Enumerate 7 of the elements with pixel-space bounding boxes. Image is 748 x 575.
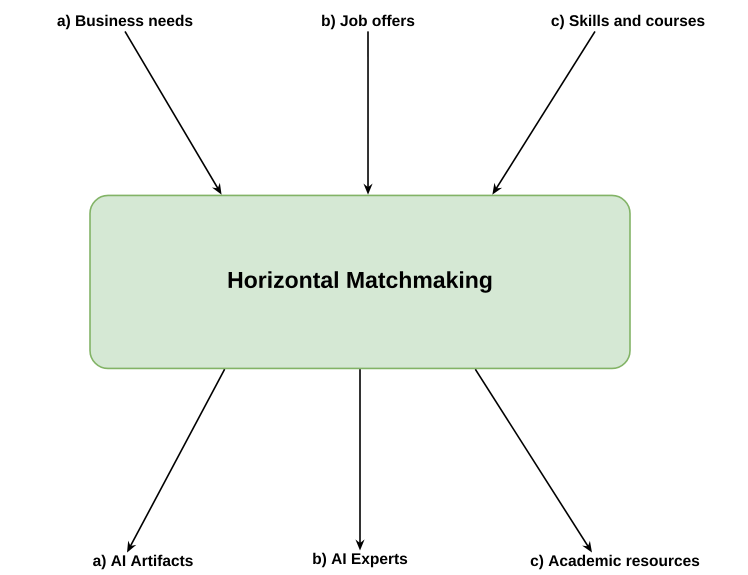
process-box: Horizontal Matchmaking [89, 194, 631, 370]
text-label: a) Business needs [57, 14, 192, 30]
text-label: b) Job offers [322, 14, 414, 30]
text-label: c) Academic resources [530, 554, 700, 570]
text-label: c) Skills and courses [552, 14, 704, 30]
text-label: b) AI Experts [313, 552, 408, 568]
text-label: a) AI Artifacts [93, 554, 193, 570]
